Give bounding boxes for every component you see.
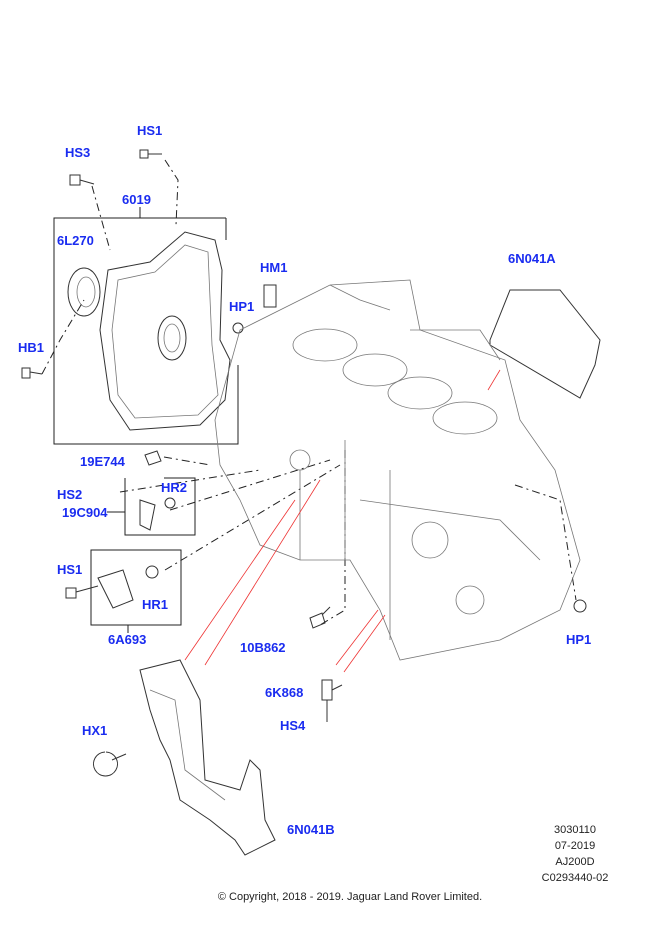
callout-hs1-mid[interactable]: HS1 xyxy=(57,562,83,577)
callout-hs2[interactable]: HS2 xyxy=(57,487,83,502)
callout-hs3[interactable]: HS3 xyxy=(65,145,91,160)
callout-6l270[interactable]: 6L270 xyxy=(57,233,94,248)
engine-code: AJ200D xyxy=(555,856,595,868)
callout-19c904[interactable]: 19C904 xyxy=(62,505,108,520)
callout-hs4[interactable]: HS4 xyxy=(280,718,306,733)
illustration-info: 3030110 07-2019 AJ200D C0293440-02 xyxy=(520,822,630,886)
callout-hp1-right[interactable]: HP1 xyxy=(566,632,592,647)
callout-6n041b[interactable]: 6N041B xyxy=(287,822,335,837)
callout-hb1[interactable]: HB1 xyxy=(18,340,45,355)
callout-hx1[interactable]: HX1 xyxy=(82,723,108,738)
callout-hs1-top[interactable]: HS1 xyxy=(137,123,163,138)
illustration-reference: C0293440-02 xyxy=(541,872,609,884)
callout-hp1-top[interactable]: HP1 xyxy=(229,299,255,314)
callout-6019[interactable]: 6019 xyxy=(122,192,151,207)
copyright-notice: © Copyright, 2018 - 2019. Jaguar Land Ro… xyxy=(217,891,483,903)
callout-hr2[interactable]: HR2 xyxy=(161,480,188,495)
illustration-number: 3030110 xyxy=(553,824,596,836)
illustration-date: 07-2019 xyxy=(554,840,596,852)
callout-6a693[interactable]: 6A693 xyxy=(108,632,147,647)
callout-hr1[interactable]: HR1 xyxy=(142,597,169,612)
callout-hm1[interactable]: HM1 xyxy=(260,260,288,275)
callout-19e744[interactable]: 19E744 xyxy=(80,454,125,469)
callout-6n041a[interactable]: 6N041A xyxy=(508,251,556,266)
callout-10b862[interactable]: 10B862 xyxy=(240,640,286,655)
callout-6k868[interactable]: 6K868 xyxy=(265,685,304,700)
